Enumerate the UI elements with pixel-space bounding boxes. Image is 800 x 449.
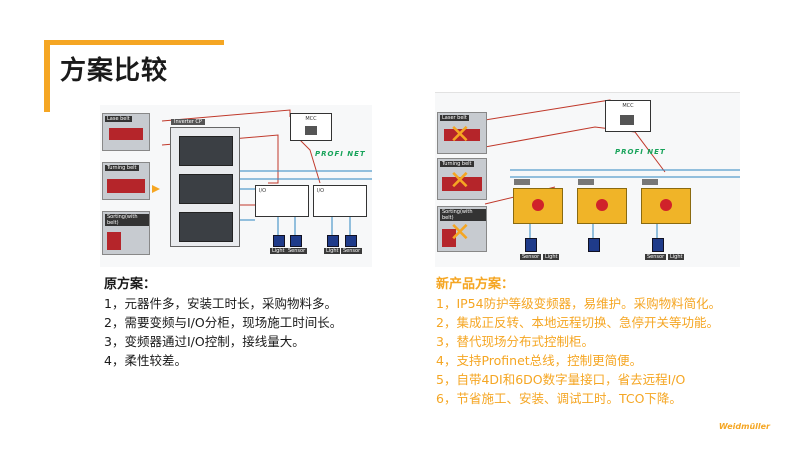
remove-mark-icon: ✕ <box>449 122 471 148</box>
device-label: Sensor <box>645 254 666 260</box>
new-solution-list: 新产品方案： 1，IP54防护等级变频器，易维护。采购物料简化。 2，集成正反转… <box>436 276 721 408</box>
device-label: Sensor <box>520 254 541 260</box>
original-solution-diagram: Lase belt Turning belt Sorting(with belt… <box>100 105 372 267</box>
photo-sorting-belt: Sorting(with belt) <box>102 211 150 255</box>
device-label: Light <box>270 248 286 254</box>
brand-logo: Weidmüller <box>719 422 770 431</box>
list-item: 2，集成正反转、本地远程切换、急停开关等功能。 <box>436 313 721 332</box>
device-label: Light <box>668 254 684 260</box>
new-solution-heading: 新产品方案： <box>436 276 721 294</box>
profinet-label: PROFI NET <box>315 150 366 158</box>
sensor-device-1 <box>290 235 302 247</box>
io-box-2: I/O <box>313 185 367 217</box>
list-item: 4，支持Profinet总线，控制更简便。 <box>436 351 721 370</box>
io-box-1: I/O <box>255 185 309 217</box>
remove-mark-icon: ✕ <box>449 220 471 246</box>
photo-turning-belt: Turning belt <box>102 162 150 200</box>
light-device-1 <box>273 235 285 247</box>
sensor-device-2 <box>588 238 600 252</box>
inverter-module-2 <box>577 188 627 224</box>
list-item: 1，IP54防护等级变频器，易维护。采购物料简化。 <box>436 294 721 313</box>
mcc-panel: MCC <box>290 113 332 141</box>
mcc-panel: MCC <box>605 100 651 132</box>
list-item: 5，自带4DI和6DO数字量接口，省去远程I/O <box>436 370 721 389</box>
original-solution-heading: 原方案： <box>104 276 342 294</box>
light-device-2 <box>327 235 339 247</box>
new-solution-diagram: Laser belt ✕ Turning belt ✕ Sorting(with… <box>435 92 740 267</box>
inverter-cabinet: Inverter CP <box>170 127 240 247</box>
sensor-device-1 <box>525 238 537 252</box>
list-item: 2，需要变频与I/O分柜，现场施工时间长。 <box>104 313 342 332</box>
device-label: Light <box>543 254 559 260</box>
title-accent-bar <box>44 40 50 112</box>
device-label: Light <box>324 248 340 254</box>
inverter-module-3 <box>641 188 691 224</box>
photo-laser-belt: Lase belt <box>102 113 150 151</box>
sensor-device-3 <box>652 238 664 252</box>
sensor-device-2 <box>345 235 357 247</box>
list-item: 6，节省施工、安装、调试工时。TCO下降。 <box>436 389 721 408</box>
list-item: 3，替代现场分布式控制柜。 <box>436 332 721 351</box>
page-title: 方案比较 <box>60 50 168 87</box>
profinet-label: PROFI NET <box>615 148 666 156</box>
original-solution-list: 原方案： 1，元器件多，安装工时长，采购物料多。 2，需要变频与I/O分柜，现场… <box>104 276 342 370</box>
device-label: Sensor <box>286 248 307 254</box>
remove-mark-icon: ✕ <box>449 168 471 194</box>
list-item: 1，元器件多，安装工时长，采购物料多。 <box>104 294 342 313</box>
inverter-module-1 <box>513 188 563 224</box>
title-accent-top <box>44 40 224 45</box>
device-label: Sensor <box>341 248 362 254</box>
list-item: 3，变频器通过I/O控制，接线量大。 <box>104 332 342 351</box>
list-item: 4，柔性较差。 <box>104 351 342 370</box>
